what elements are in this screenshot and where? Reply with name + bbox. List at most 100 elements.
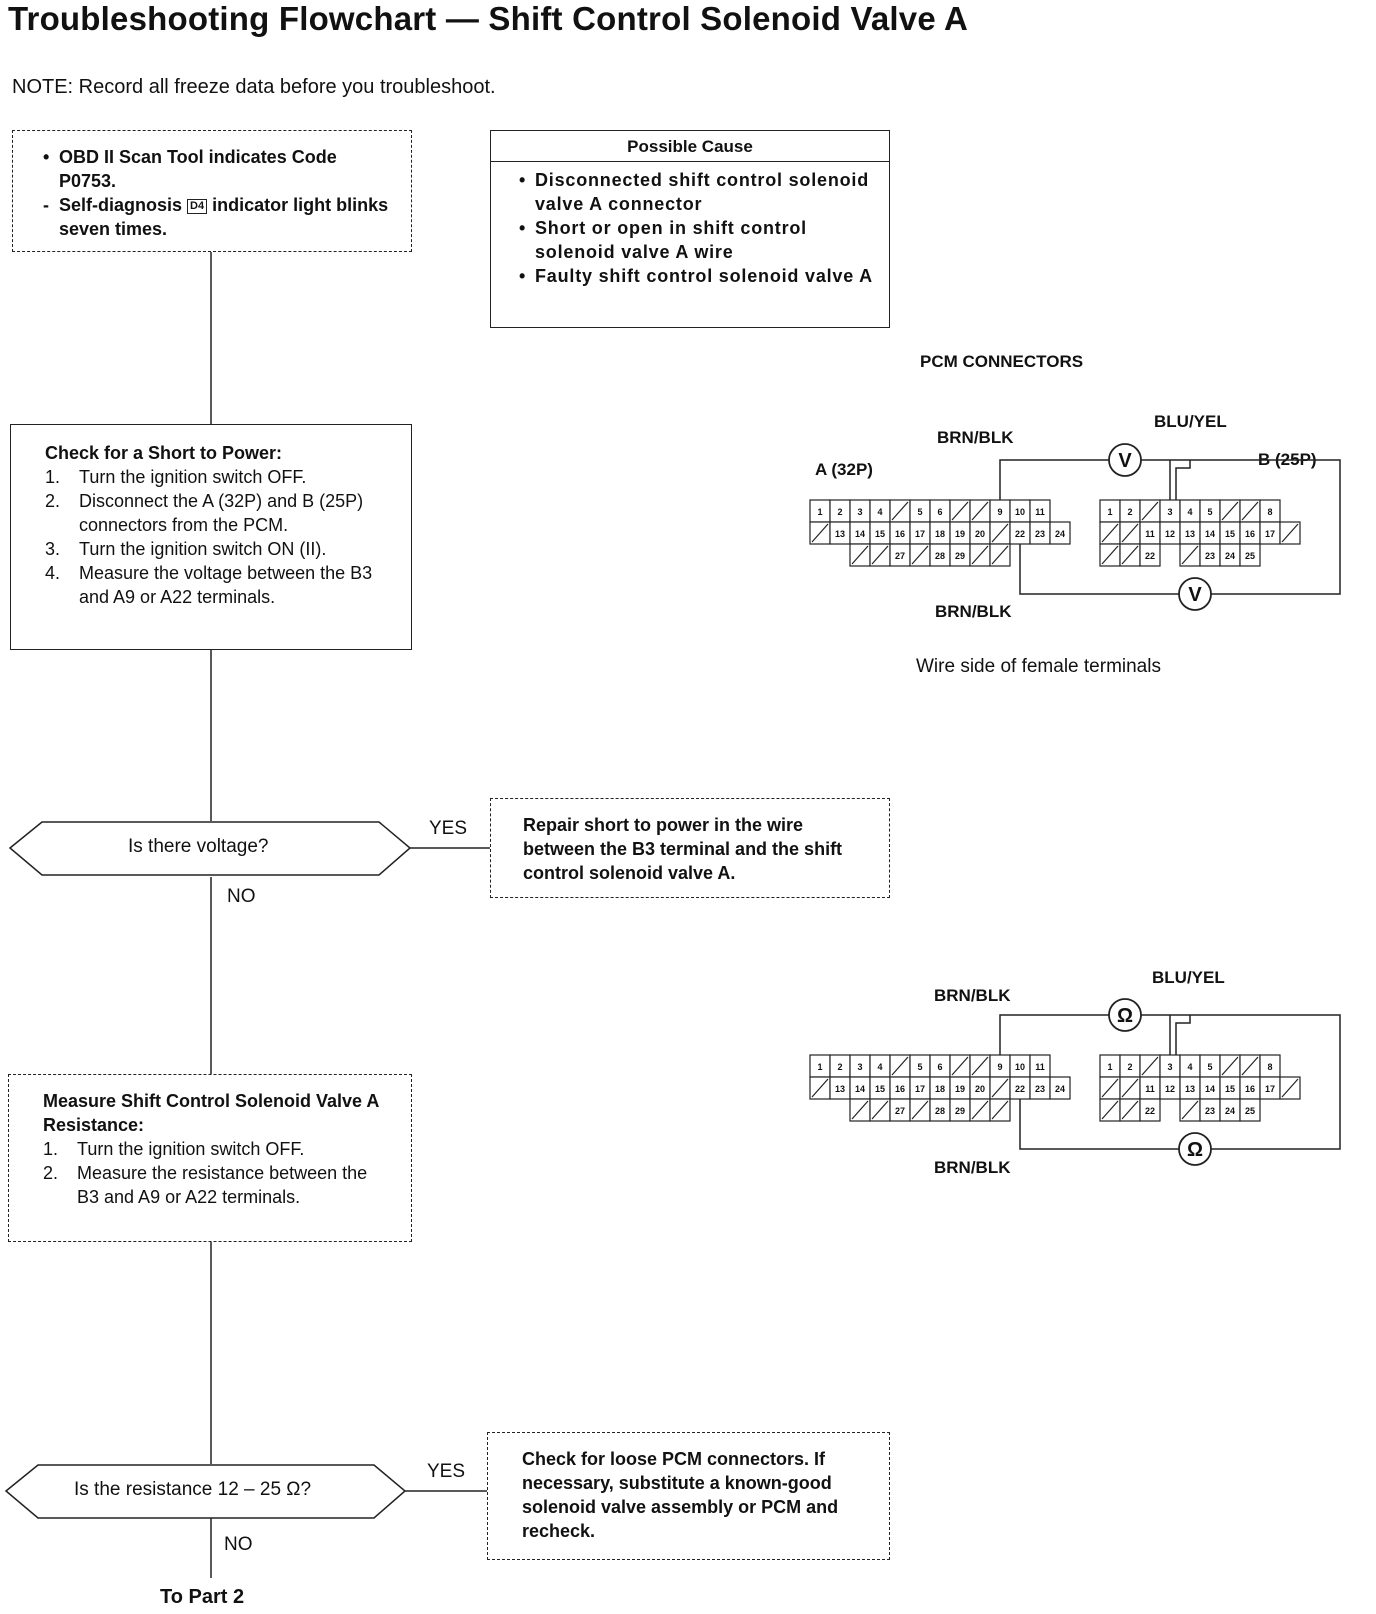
- terminal-label: 16: [895, 529, 905, 539]
- d2-wire-blu-yel: BLU/YEL: [1152, 968, 1225, 987]
- decision-1-shape: [8, 821, 412, 876]
- terminal-label: 23: [1205, 551, 1215, 561]
- d2-meter-top-symbol: Ω: [1117, 1005, 1133, 1027]
- terminal-label: 3: [857, 1062, 862, 1072]
- terminal-label: 1: [817, 1062, 822, 1072]
- start-box: OBD II Scan Tool indicates Code P0753. S…: [12, 130, 412, 252]
- d1-conn-a-label: A (32P): [815, 460, 873, 479]
- step-item: 3.Turn the ignition switch ON (II).: [45, 539, 327, 559]
- terminal-label: 22: [1015, 1084, 1025, 1094]
- terminal-label: 11: [1035, 1062, 1045, 1072]
- d1-wire-blu-yel: BLU/YEL: [1154, 412, 1227, 431]
- terminal-label: 12: [1165, 1084, 1175, 1094]
- d1-wire-bottom: [1019, 544, 1180, 595]
- pcm-connectors-heading: PCM CONNECTORS: [920, 352, 1084, 371]
- terminal-label: 13: [835, 529, 845, 539]
- terminal-label: 2: [837, 1062, 842, 1072]
- blank-terminal-slash: [1141, 501, 1159, 521]
- terminal-label: 20: [975, 1084, 985, 1094]
- blank-terminal-slash: [1121, 1078, 1139, 1098]
- start-line-2-post: indicator light blinks seven times.: [59, 195, 389, 239]
- terminal-label: 29: [955, 551, 965, 561]
- terminal-label: 1: [1107, 507, 1112, 517]
- blank-terminal-slash: [1101, 1078, 1119, 1098]
- terminal-cell: [1139, 543, 1161, 567]
- terminal-label: 25: [1245, 551, 1255, 561]
- cause-item: Faulty shift control solenoid valve A: [513, 264, 879, 288]
- blank-terminal-slash: [1101, 1100, 1119, 1120]
- decision-2-no: NO: [224, 1534, 253, 1555]
- blank-terminal-slash: [811, 523, 829, 543]
- terminal-label: 22: [1145, 1106, 1155, 1116]
- terminal-label: 1: [1107, 1062, 1112, 1072]
- cause-item: Disconnected shift control solenoid valv…: [513, 168, 879, 216]
- step-item: 2.Measure the resistance between the B3 …: [43, 1163, 368, 1207]
- blank-terminal-slash: [971, 1100, 989, 1120]
- terminal-label: 23: [1205, 1106, 1215, 1116]
- terminal-label: 5: [917, 507, 922, 517]
- page-title: Troubleshooting Flowchart — Shift Contro…: [8, 0, 969, 37]
- d1-wire-b3-jog: [1175, 460, 1191, 500]
- blank-terminal-slash: [1121, 545, 1139, 565]
- blank-terminal-slash: [1221, 1056, 1239, 1076]
- terminal-label: 8: [1267, 1062, 1272, 1072]
- possible-cause-box: Possible Cause Disconnected shift contro…: [490, 130, 890, 328]
- terminal-label: 13: [835, 1084, 845, 1094]
- blank-terminal-slash: [1101, 545, 1119, 565]
- d2-meter-top-icon: [1108, 998, 1142, 1032]
- terminal-label: 4: [877, 1062, 882, 1072]
- terminal-label: 24: [1225, 1106, 1235, 1116]
- terminal-label: 18: [935, 1084, 945, 1094]
- blank-terminal-slash: [1281, 1078, 1299, 1098]
- terminal-cell: [1239, 1098, 1261, 1122]
- terminal-label: 15: [875, 1084, 885, 1094]
- blank-terminal-slash: [1101, 523, 1119, 543]
- blank-terminal-slash: [1141, 1056, 1159, 1076]
- terminal-label: 25: [1245, 1106, 1255, 1116]
- terminal-label: 2: [1127, 507, 1132, 517]
- d2-wire-b3-jog: [1175, 1015, 1191, 1055]
- blank-terminal-slash: [871, 1100, 889, 1120]
- blank-terminal-slash: [1121, 1100, 1139, 1120]
- terminal-label: 19: [955, 529, 965, 539]
- measure-steps: 1.Turn the ignition switch OFF. 2.Measur…: [43, 1137, 393, 1209]
- terminal-label: 13: [1185, 1084, 1195, 1094]
- d1-caption: Wire side of female terminals: [916, 656, 1161, 677]
- check-short-box: Check for a Short to Power: 1.Turn the i…: [10, 424, 412, 650]
- terminal-label: 23: [1035, 529, 1045, 539]
- terminal-label: 14: [855, 1084, 865, 1094]
- terminal-label: 2: [1127, 1062, 1132, 1072]
- decision-1-text: Is there voltage?: [128, 836, 269, 857]
- blank-terminal-slash: [951, 1056, 969, 1076]
- d4-indicator-icon: D4: [187, 199, 208, 214]
- check-connectors-text: Check for loose PCM connectors. If neces…: [522, 1449, 839, 1541]
- terminal-label: 1: [817, 507, 822, 517]
- terminal-label: 16: [895, 1084, 905, 1094]
- terminal-label: 3: [1167, 507, 1172, 517]
- start-line-1: OBD II Scan Tool indicates Code P0753.: [37, 145, 395, 193]
- step-item: 4.Measure the voltage between the B3 and…: [45, 563, 373, 607]
- cause-item: Short or open in shift control solenoid …: [513, 216, 879, 264]
- blank-terminal-slash: [1281, 523, 1299, 543]
- blank-terminal-slash: [991, 523, 1009, 543]
- blank-terminal-slash: [1181, 545, 1199, 565]
- decision-1-yes: YES: [429, 818, 468, 839]
- d1-wire-right: [1140, 459, 1341, 595]
- d1-meter-top-icon: [1108, 443, 1142, 477]
- terminal-label: 11: [1145, 1084, 1155, 1094]
- terminal-label: 17: [915, 529, 925, 539]
- terminal-label: 8: [1267, 507, 1272, 517]
- terminal-label: 6: [937, 507, 942, 517]
- terminal-cell: [1049, 521, 1071, 545]
- terminal-label: 15: [1225, 1084, 1235, 1094]
- terminal-label: 3: [1167, 1062, 1172, 1072]
- terminal-cell: [1139, 1098, 1161, 1122]
- blank-terminal-slash: [991, 1100, 1009, 1120]
- terminal-label: 17: [1265, 529, 1275, 539]
- check-short-title: Check for a Short to Power:: [45, 443, 283, 463]
- terminal-label: 4: [1187, 1062, 1192, 1072]
- blank-terminal-slash: [911, 1100, 929, 1120]
- terminal-label: 14: [1205, 529, 1215, 539]
- blank-terminal-slash: [891, 1056, 909, 1076]
- terminal-label: 5: [1207, 507, 1212, 517]
